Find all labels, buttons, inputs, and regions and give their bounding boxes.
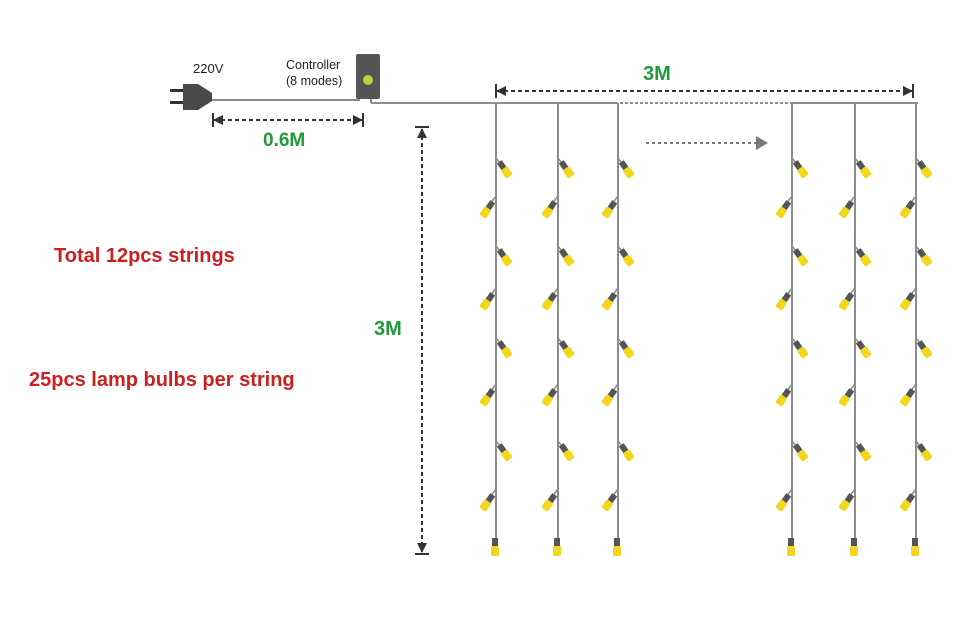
curtain-width-label: 3M <box>643 63 671 85</box>
bulb-icon <box>601 200 618 219</box>
bulb-icon <box>601 493 618 512</box>
bulb-icon <box>496 160 513 179</box>
bulb-icon <box>541 292 558 311</box>
bulb-icon <box>899 200 916 219</box>
controller-label-line1: Controller <box>286 58 341 72</box>
bulb-icon <box>618 340 635 359</box>
bulb-icon <box>479 493 496 512</box>
bulb-icon <box>850 538 858 556</box>
bulb-icon <box>491 538 499 556</box>
bulb-icon <box>838 200 855 219</box>
bulb-icon <box>855 248 872 267</box>
bulb-icon <box>618 248 635 267</box>
plug-icon <box>170 84 212 110</box>
bulb-icon <box>541 200 558 219</box>
bulb-icon <box>916 340 933 359</box>
bulb-icon <box>558 160 575 179</box>
bulb-icon <box>855 340 872 359</box>
bulb-icon <box>916 443 933 462</box>
bulb-icon <box>792 443 809 462</box>
bulb-icon <box>541 388 558 407</box>
bulb-icon <box>916 248 933 267</box>
bulb-icon <box>479 200 496 219</box>
lead-length-label: 0.6M <box>263 130 306 151</box>
bulb-icon <box>916 160 933 179</box>
bulb-icon <box>775 493 792 512</box>
bulb-icon <box>558 248 575 267</box>
bulb-icon <box>775 292 792 311</box>
light-strings <box>479 103 933 556</box>
bulb-icon <box>558 340 575 359</box>
total-strings-note: Total 12pcs strings <box>54 245 235 267</box>
controller-led <box>363 75 373 85</box>
bulb-icon <box>855 160 872 179</box>
bulb-icon <box>618 160 635 179</box>
bulb-icon <box>775 200 792 219</box>
bulb-icon <box>558 443 575 462</box>
bulb-icon <box>541 493 558 512</box>
bulb-icon <box>855 443 872 462</box>
controller-label: Controller (8 modes) <box>286 58 342 89</box>
bulb-icon <box>496 443 513 462</box>
bulb-icon <box>838 292 855 311</box>
bulb-icon <box>479 292 496 311</box>
bulb-icon <box>496 248 513 267</box>
bulb-icon <box>613 538 621 556</box>
bulb-icon <box>838 493 855 512</box>
bulbs-per-string-note: 25pcs lamp bulbs per string <box>29 369 295 391</box>
bulb-icon <box>775 388 792 407</box>
bulb-icon <box>618 443 635 462</box>
bulb-icon <box>496 340 513 359</box>
bulb-icon <box>479 388 496 407</box>
bulb-icon <box>792 160 809 179</box>
controller-label-line2: (8 modes) <box>286 73 343 88</box>
bulb-icon <box>601 292 618 311</box>
bulb-icon <box>899 493 916 512</box>
controller-box-icon <box>356 54 380 103</box>
bulb-icon <box>787 538 795 556</box>
bulb-icon <box>899 292 916 311</box>
voltage-label: 220V <box>193 61 224 76</box>
curtain-height-label: 3M <box>374 318 402 340</box>
bulb-icon <box>899 388 916 407</box>
bulb-icon <box>601 388 618 407</box>
bulb-icon <box>911 538 919 556</box>
bulb-icon <box>553 538 561 556</box>
bulb-icon <box>838 388 855 407</box>
arrow-right-icon <box>646 136 768 150</box>
bulb-icon <box>792 340 809 359</box>
bulb-icon <box>792 248 809 267</box>
